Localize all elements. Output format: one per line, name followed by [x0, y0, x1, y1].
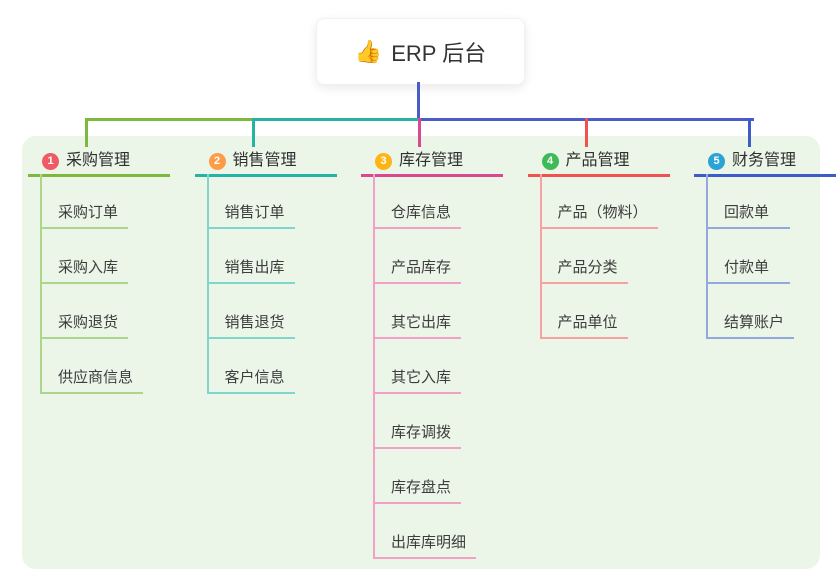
leaf-node[interactable]: 仓库信息	[373, 201, 462, 229]
branch-label: 采购管理	[66, 152, 131, 169]
leaf-row: 产品单位	[539, 284, 658, 339]
leaf-row: 供应商信息	[40, 339, 144, 394]
leaf-row: 库存盘点	[373, 449, 476, 504]
branch-number-badge: 1	[42, 153, 59, 170]
branch-number-badge: 3	[375, 153, 392, 170]
leaf-node[interactable]: 产品分类	[539, 256, 628, 284]
leaf-row: 其它入库	[373, 339, 476, 394]
branch-label: 产品管理	[565, 152, 630, 169]
thumbs-up-icon: 👍	[354, 38, 383, 64]
branch-items: 采购订单采购入库采购退货供应商信息	[40, 174, 144, 394]
branch-trunk-line	[706, 174, 708, 339]
leaf-node[interactable]: 回款单	[706, 201, 790, 229]
connector-bus-segment	[85, 118, 252, 121]
branch-node-4[interactable]: 4 产品管理	[527, 150, 670, 177]
branch-column-5: 5 财务管理回款单付款单结算账户	[694, 150, 839, 339]
root-node[interactable]: 👍 ERP 后台	[316, 18, 525, 85]
leaf-row: 销售出库	[206, 229, 295, 284]
branch-label: 销售管理	[232, 152, 297, 169]
leaf-row: 采购退货	[40, 284, 143, 339]
branch-drop-line	[584, 118, 588, 147]
leaf-row: 库存调拨	[373, 394, 476, 449]
branch-trunk-line	[206, 174, 209, 394]
branch-items: 仓库信息产品库存其它出库其它入库库存调拨库存盘点出库库明细	[373, 174, 477, 559]
branch-number-badge: 4	[541, 153, 559, 170]
branches-panel	[22, 136, 820, 569]
branch-items: 销售订单销售出库销售退货客户信息	[206, 174, 295, 394]
branch-number-badge: 2	[208, 153, 226, 170]
leaf-node[interactable]: 库存调拨	[373, 421, 462, 449]
branch-column-2: 2 销售管理销售订单销售出库销售退货客户信息	[194, 150, 361, 394]
branch-trunk-line	[373, 174, 375, 559]
leaf-node[interactable]: 销售退货	[206, 311, 295, 339]
branch-drop-line	[251, 118, 255, 147]
leaf-row: 采购订单	[40, 174, 143, 229]
leaf-row: 销售订单	[206, 174, 295, 229]
leaf-row: 客户信息	[206, 339, 295, 394]
branch-column-1: 1 采购管理采购订单采购入库采购退货供应商信息	[28, 150, 194, 394]
branch-drop-line	[418, 118, 421, 147]
leaf-node[interactable]: 付款单	[706, 256, 790, 284]
leaf-row: 仓库信息	[373, 174, 476, 229]
leaf-node[interactable]: 出库库明细	[373, 531, 477, 559]
leaf-row: 采购入库	[40, 229, 143, 284]
branch-drop-line	[85, 118, 88, 147]
leaf-node[interactable]: 产品单位	[539, 311, 628, 339]
leaf-node[interactable]: 采购订单	[40, 201, 129, 229]
leaf-row: 其它出库	[373, 284, 476, 339]
leaf-row: 回款单	[706, 174, 794, 229]
leaf-node[interactable]: 其它出库	[373, 311, 462, 339]
leaf-row: 出库库明细	[373, 504, 477, 559]
leaf-node[interactable]: 客户信息	[206, 366, 295, 394]
leaf-row: 产品库存	[373, 229, 476, 284]
leaf-node[interactable]: 采购入库	[40, 256, 129, 284]
root-connector-line	[416, 82, 420, 121]
branch-trunk-line	[539, 174, 542, 339]
branch-items: 回款单付款单结算账户	[706, 174, 795, 339]
branch-items: 产品（物料） 产品分类产品单位	[539, 174, 658, 339]
leaf-node[interactable]: 采购退货	[40, 311, 129, 339]
branch-label: 财务管理	[732, 152, 797, 169]
leaf-node[interactable]: 产品库存	[373, 256, 462, 284]
leaf-node[interactable]: 销售出库	[206, 256, 295, 284]
branch-node-3[interactable]: 3 库存管理	[361, 150, 503, 177]
branch-trunk-line	[40, 174, 42, 394]
leaf-node[interactable]: 结算账户	[706, 311, 795, 339]
leaf-row: 产品（物料）	[539, 174, 658, 229]
leaf-row: 付款单	[706, 229, 794, 284]
branch-column-3: 3 库存管理仓库信息产品库存其它出库其它入库库存调拨库存盘点出库库明细	[361, 150, 527, 559]
leaf-node[interactable]: 库存盘点	[373, 476, 462, 504]
leaf-node[interactable]: 销售订单	[206, 201, 295, 229]
branch-node-1[interactable]: 1 采购管理	[28, 150, 170, 177]
branch-drop-line	[748, 118, 751, 147]
root-title: ERP 后台	[391, 40, 487, 66]
branch-node-5[interactable]: 5 财务管理	[694, 150, 836, 177]
leaf-row: 销售退货	[206, 284, 295, 339]
branch-label: 库存管理	[399, 152, 464, 169]
branch-column-4: 4 产品管理产品（物料） 产品分类产品单位	[527, 150, 694, 339]
branch-node-2[interactable]: 2 销售管理	[194, 150, 337, 177]
connector-bus-segment	[251, 118, 418, 121]
leaf-row: 结算账户	[706, 284, 795, 339]
leaf-row: 产品分类	[539, 229, 658, 284]
branch-number-badge: 5	[708, 153, 725, 170]
leaf-node[interactable]: 产品（物料）	[539, 201, 658, 229]
leaf-node[interactable]: 供应商信息	[40, 366, 144, 394]
leaf-node[interactable]: 其它入库	[373, 366, 462, 394]
